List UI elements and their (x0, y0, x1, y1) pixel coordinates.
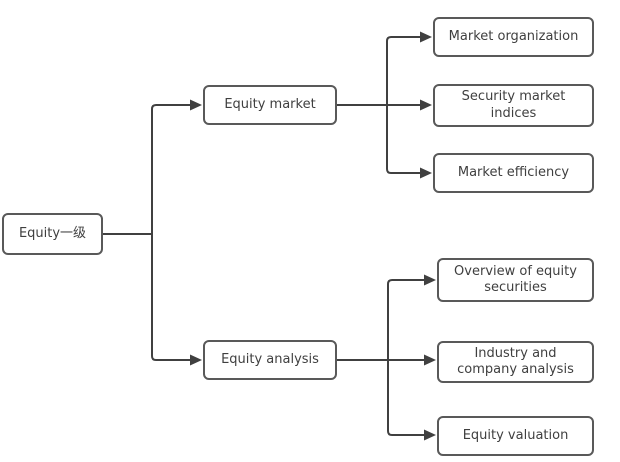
node-equity-valuation: Equity valuation (437, 416, 594, 456)
arrowhead-equity-valuation-icon (424, 429, 436, 441)
arrowhead-security-market-indices-icon (420, 99, 432, 111)
connectors-equity-market-children (337, 31, 432, 179)
connector-to-market-organization (386, 36, 420, 105)
node-equity-analysis: Equity analysis (203, 340, 337, 380)
node-label: Market efficiency (457, 164, 570, 180)
connector-to-market-efficiency (386, 105, 420, 174)
connector-to-equity-market (151, 104, 190, 234)
connector-to-equity-analysis (151, 234, 190, 361)
node-overview-equity-securities: Overview of equity securities (437, 258, 594, 302)
arrowhead-overview-equity-securities-icon (424, 274, 436, 286)
arrowhead-industry-company-analysis-icon (424, 354, 436, 366)
node-equity-root: Equity一级 (2, 213, 103, 255)
node-label: Market organization (448, 28, 579, 44)
node-label: Equity一级 (18, 225, 87, 241)
connector-to-overview-equity-securities (387, 279, 424, 360)
arrowhead-market-efficiency-icon (420, 167, 432, 179)
node-industry-company-analysis: Industry and company analysis (437, 341, 594, 383)
node-label: Security market indices (461, 89, 566, 121)
arrowhead-equity-analysis-icon (190, 354, 202, 366)
arrowhead-equity-market-icon (190, 99, 202, 111)
node-label: Equity market (224, 96, 316, 112)
node-label: Equity valuation (462, 427, 569, 443)
node-label: Equity analysis (221, 351, 319, 367)
node-label: Overview of equity securities (454, 263, 577, 295)
node-label: Industry and company analysis (457, 345, 574, 377)
node-security-market-indices: Security market indices (433, 84, 594, 127)
node-market-organization: Market organization (433, 17, 594, 57)
connectors-root-branch (103, 99, 202, 366)
arrowhead-market-organization-icon (420, 31, 432, 43)
connectors-equity-analysis-children (337, 274, 436, 441)
node-equity-market: Equity market (203, 85, 337, 125)
connector-to-equity-valuation (387, 360, 424, 436)
node-market-efficiency: Market efficiency (433, 153, 594, 193)
